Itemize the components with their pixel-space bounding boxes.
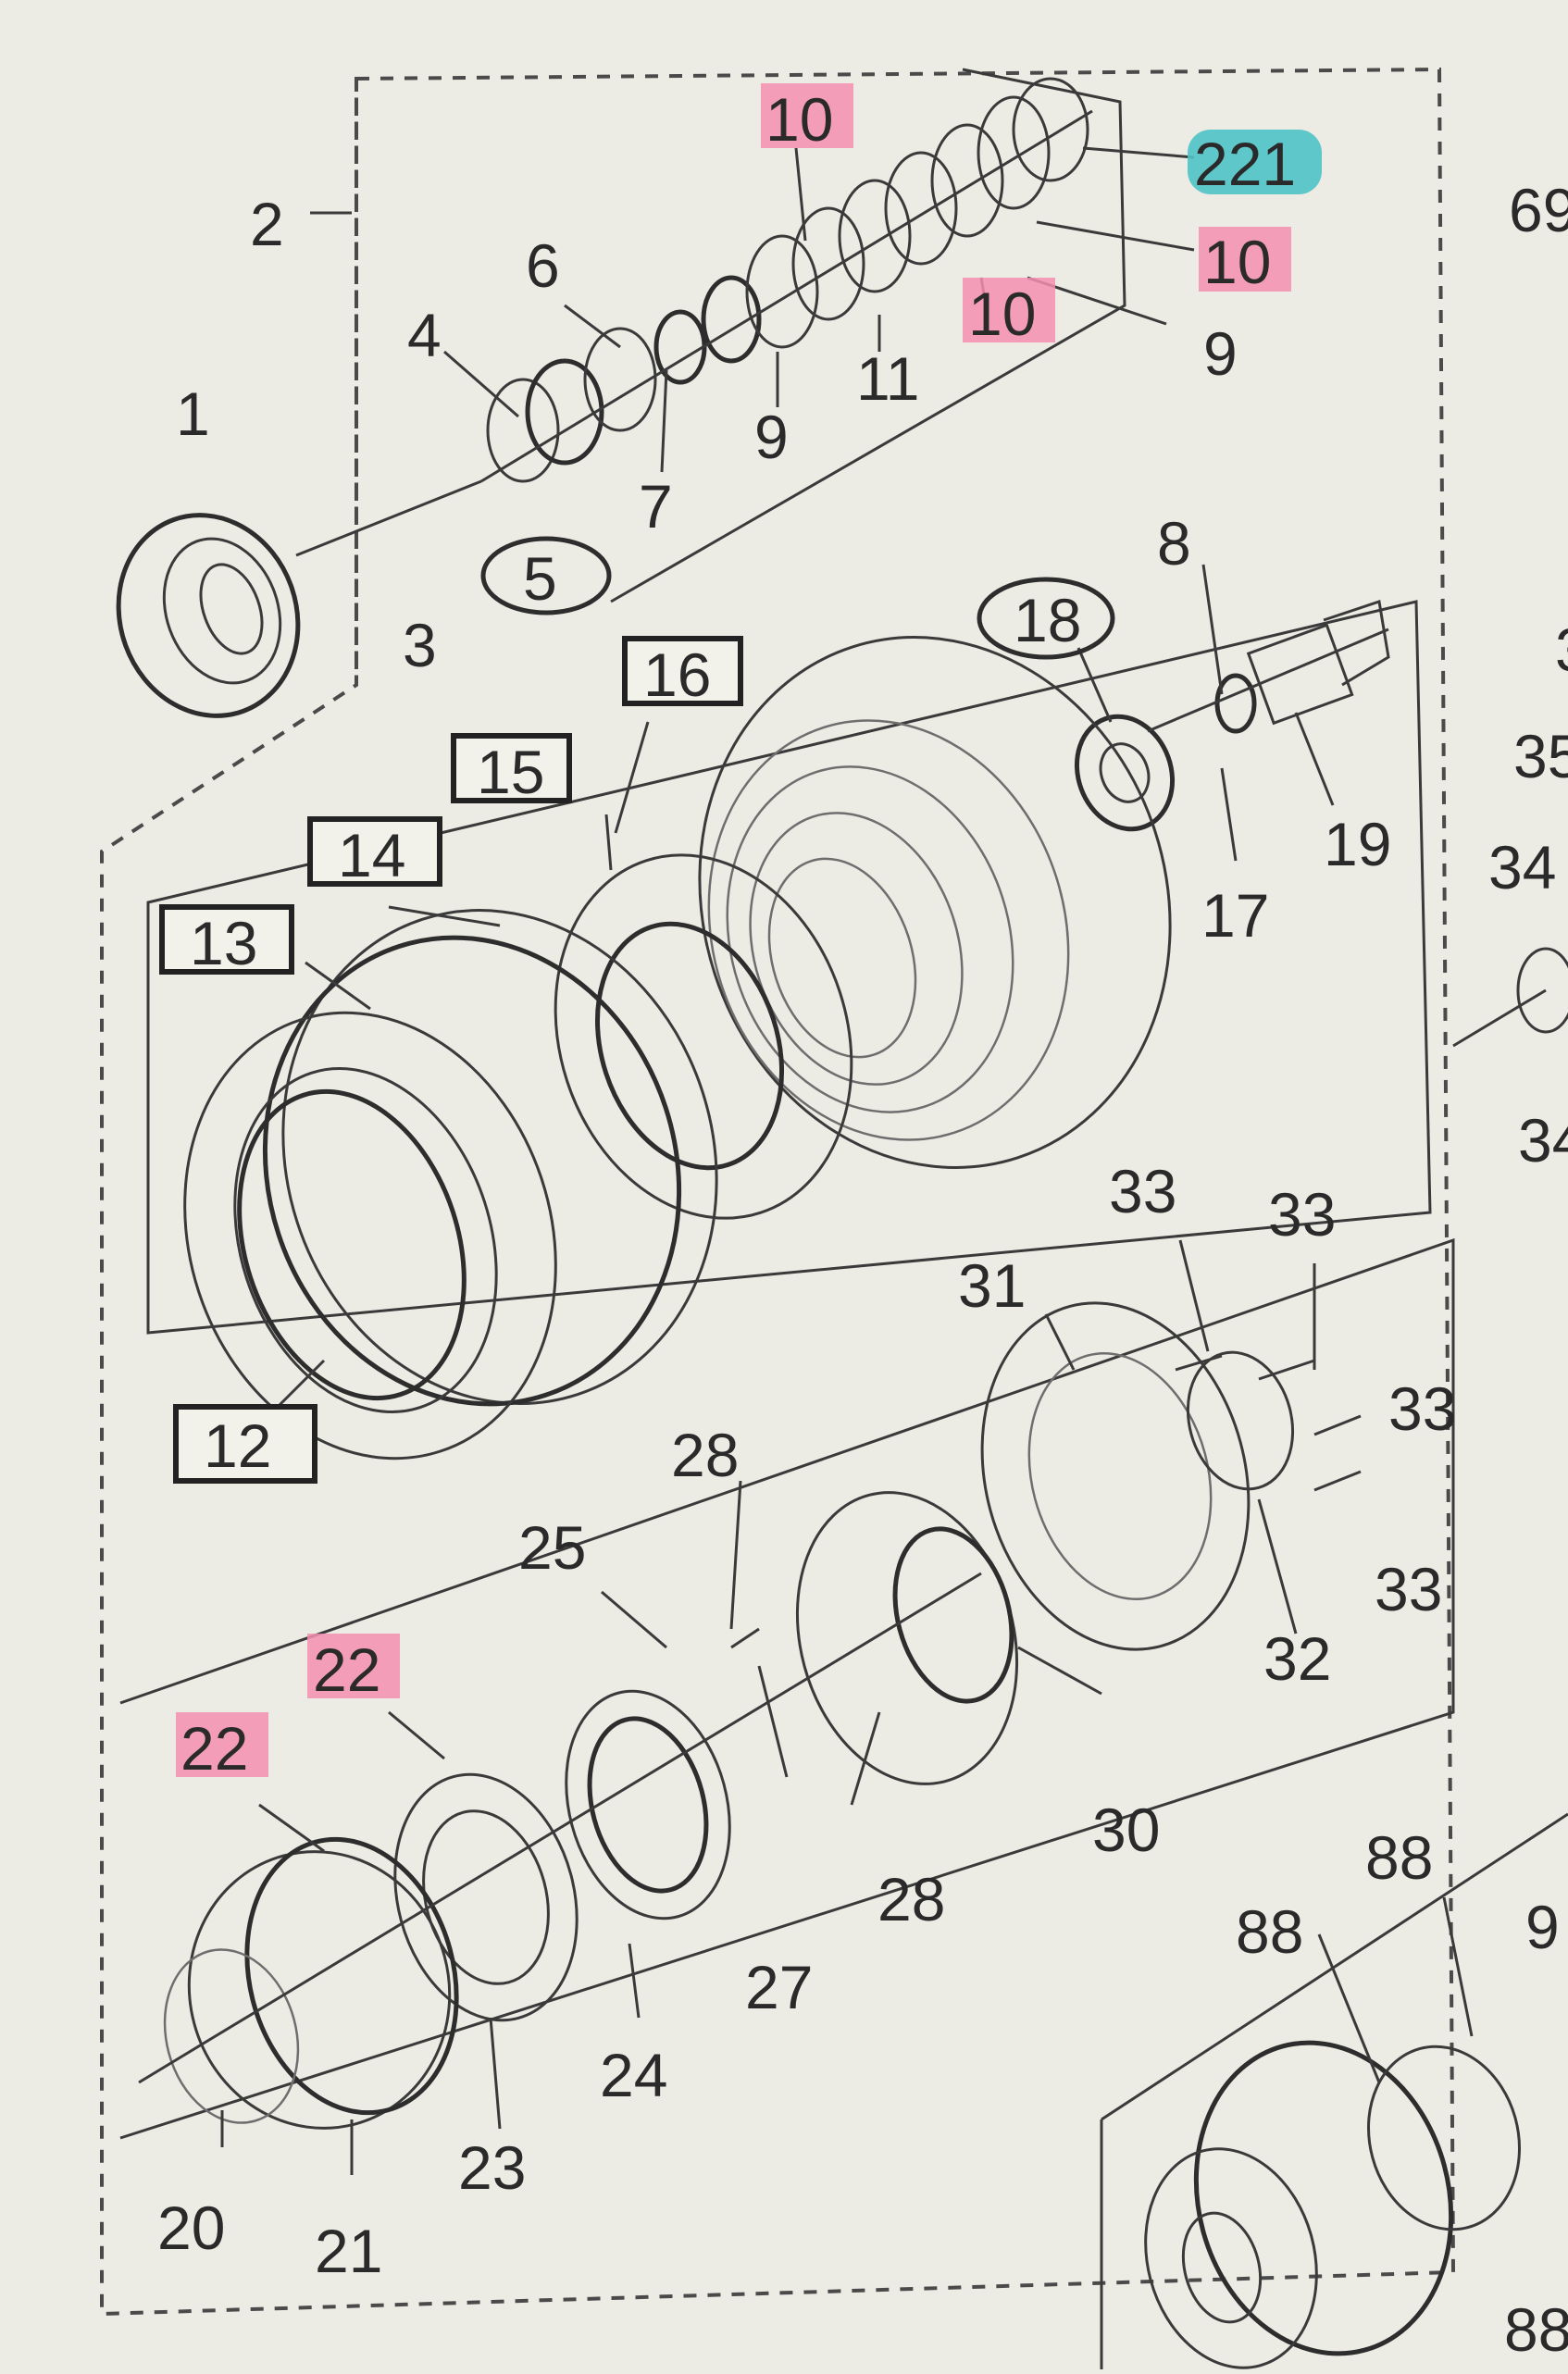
label-19: 19 xyxy=(1324,810,1391,878)
label-28a: 28 xyxy=(671,1421,739,1489)
highlight-pink-22a xyxy=(307,1634,400,1698)
label-33d: 33 xyxy=(1375,1555,1442,1623)
label-23: 23 xyxy=(458,2133,526,2202)
label-33a: 33 xyxy=(1109,1157,1176,1225)
lower-assembly-20-28 xyxy=(138,1572,982,2130)
hub-housing xyxy=(183,636,1172,1460)
label-2: 2 xyxy=(250,190,284,258)
frame-lower xyxy=(119,1237,1455,2140)
label-221: 221 xyxy=(1194,130,1296,198)
label-35: 35 xyxy=(1513,722,1568,790)
label-11: 11 xyxy=(856,344,920,413)
highlight-pink-10b xyxy=(1199,227,1291,292)
label-69: 69 xyxy=(1509,176,1568,244)
part-labels: 2 1 4 5 3 6 7 9 11 10 10 10 221 9 69 8 1… xyxy=(157,85,1568,2364)
highlight-teal-221 xyxy=(1188,130,1322,194)
box-label-16 xyxy=(622,636,743,706)
part-18-bearing xyxy=(1074,714,1176,832)
label-6: 6 xyxy=(526,231,560,300)
label-88b: 88 xyxy=(1236,1897,1303,1966)
part-34-partial xyxy=(1452,947,1568,1048)
frame-corner-br xyxy=(1101,1812,1568,2121)
label-21: 21 xyxy=(315,2217,382,2285)
label-33b: 33 xyxy=(1268,1180,1336,1249)
label-32: 32 xyxy=(1263,1624,1331,1693)
label-7: 7 xyxy=(639,472,673,541)
label-22a: 22 xyxy=(313,1635,380,1704)
label-24: 24 xyxy=(600,2041,667,2109)
label-15: 15 xyxy=(477,738,544,806)
label-30: 30 xyxy=(1092,1796,1160,1864)
label-9a: 9 xyxy=(754,403,789,471)
label-1: 1 xyxy=(176,379,210,448)
label-33c: 33 xyxy=(1388,1374,1456,1443)
label-31: 31 xyxy=(958,1251,1026,1320)
label-8: 8 xyxy=(1157,509,1191,578)
label-16: 16 xyxy=(643,640,711,709)
label-3: 3 xyxy=(403,611,437,679)
label-88a: 88 xyxy=(1365,1823,1433,1892)
label-17: 17 xyxy=(1201,881,1269,950)
label-10a: 10 xyxy=(765,85,833,154)
circle-label-18 xyxy=(977,577,1115,660)
part-1-end-cap xyxy=(116,479,482,718)
label-22b: 22 xyxy=(180,1714,248,1783)
label-34b: 34 xyxy=(1518,1106,1568,1175)
partial-assembly-bottom-right xyxy=(1144,2040,1521,2369)
label-9b: 9 xyxy=(1203,319,1238,388)
label-34a: 34 xyxy=(1488,833,1556,901)
highlight-pink-22b xyxy=(176,1712,268,1777)
label-4: 4 xyxy=(407,301,442,369)
box-label-13 xyxy=(159,904,294,975)
leader-lines xyxy=(220,146,1474,2175)
label-13: 13 xyxy=(190,909,257,977)
frame-middle xyxy=(146,600,1432,1335)
disc-assembly-30-33 xyxy=(795,1301,1362,1785)
part-19-sensor xyxy=(1147,600,1390,734)
label-14: 14 xyxy=(338,821,405,889)
label-25: 25 xyxy=(518,1513,586,1582)
label-28b: 28 xyxy=(877,1865,945,1933)
circle-label-5 xyxy=(480,536,612,615)
frame-upper xyxy=(610,68,1126,603)
label-3x: 3 xyxy=(1555,615,1568,684)
label-20: 20 xyxy=(157,2194,225,2262)
label-5: 5 xyxy=(523,544,557,613)
box-label-12 xyxy=(173,1404,317,1484)
shaft-assembly xyxy=(480,77,1093,483)
label-18: 18 xyxy=(1014,586,1081,654)
box-label-14 xyxy=(307,816,442,887)
highlight-pink-10a xyxy=(761,83,853,148)
box-label-15 xyxy=(451,733,572,803)
label-27: 27 xyxy=(745,1953,813,2021)
label-12: 12 xyxy=(204,1411,271,1480)
label-10b: 10 xyxy=(1203,228,1271,296)
label-10c: 10 xyxy=(968,280,1036,348)
label-9c: 9 xyxy=(1525,1893,1560,1961)
label-88c: 88 xyxy=(1504,2295,1568,2364)
highlight-pink-10c xyxy=(963,278,1055,342)
